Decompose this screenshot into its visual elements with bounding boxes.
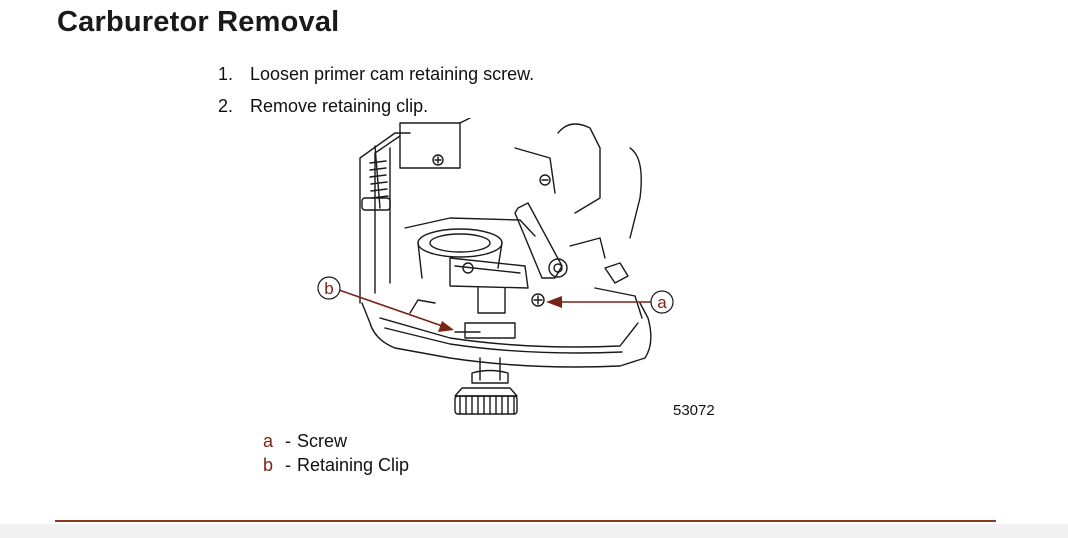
lower-pan-outline (361, 302, 652, 368)
upper-box (399, 122, 461, 169)
retaining-clip-detail (477, 287, 506, 314)
legend-separator: - (285, 455, 291, 475)
callout-a-letter: a (657, 293, 667, 312)
figure-legend: a - Screw b - Retaining Clip (263, 429, 409, 477)
step-list: 1. Loosen primer cam retaining screw. 2.… (218, 58, 534, 122)
legend-label: Screw (297, 431, 348, 451)
legend-separator: - (285, 431, 291, 451)
step-text: Remove retaining clip. (250, 96, 429, 116)
screw-a-detail (531, 293, 545, 307)
page-title: Carburetor Removal (57, 6, 340, 38)
step-item: 1. Loosen primer cam retaining screw. (218, 58, 534, 90)
footer-divider (55, 520, 996, 522)
choke-knob-shaft (479, 357, 501, 381)
legend-letter: a (263, 431, 274, 451)
figure-number: 53072 (673, 402, 715, 419)
step-item: 2. Remove retaining clip. (218, 90, 534, 122)
legend-item: a - Screw (263, 429, 409, 453)
pan-inner-rim (379, 317, 639, 348)
legend-item: b - Retaining Clip (263, 453, 409, 477)
carburetor-illustration: a b (317, 118, 674, 415)
left-housing (359, 132, 411, 304)
step-number: 1. (218, 64, 234, 84)
callout-b-letter: b (324, 279, 333, 298)
right-tower (557, 123, 601, 214)
callout-b: b (317, 276, 454, 332)
footer-band (0, 524, 1068, 538)
linkage-arm (514, 202, 563, 279)
step-number: 2. (218, 96, 234, 116)
legend-label: Retaining Clip (297, 455, 410, 475)
callout-a: a (546, 290, 674, 314)
legend-letter: b (263, 455, 274, 475)
step-text: Loosen primer cam retaining screw. (250, 64, 535, 84)
